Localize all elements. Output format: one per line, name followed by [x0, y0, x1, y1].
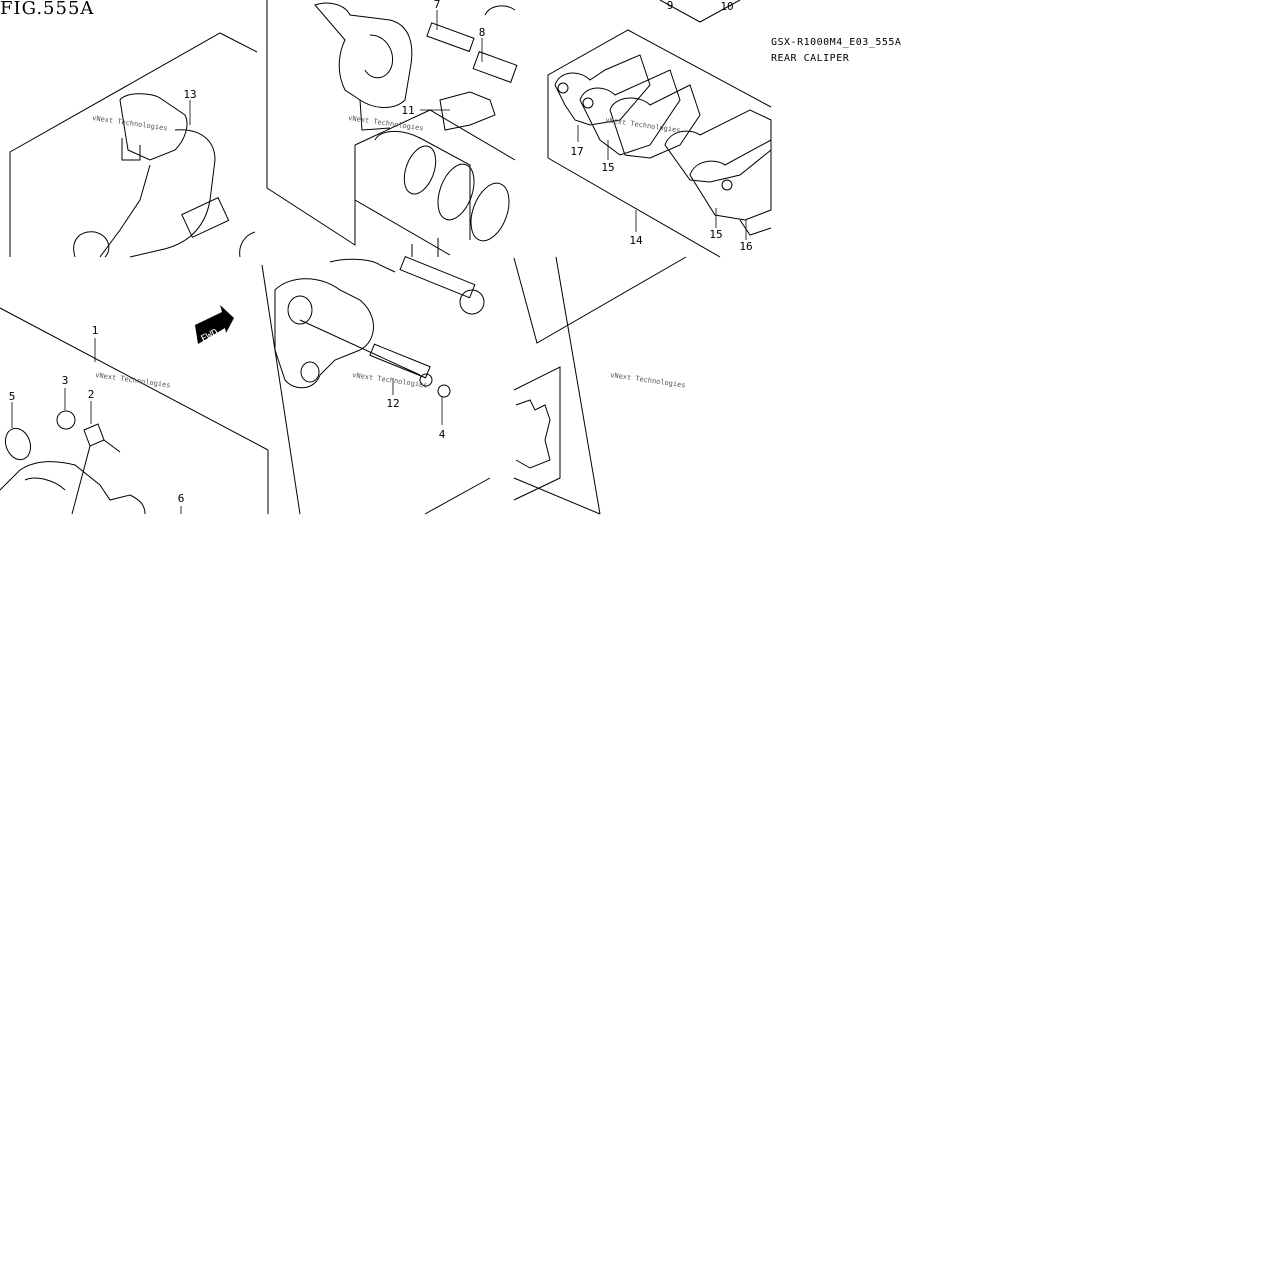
callout-number: 17: [570, 145, 583, 158]
callout-number: 5: [9, 390, 16, 403]
callout-number: 1: [92, 324, 99, 337]
brake-pad-drawing: [547, 0, 772, 258]
caliper-pin-drawing: [261, 255, 491, 515]
callout-number: 9: [667, 0, 674, 12]
callout-number: 14: [629, 234, 643, 247]
callout-number: 6: [178, 492, 185, 505]
watermark: vNext Technologies: [95, 371, 171, 389]
watermark: vNext Technologies: [610, 371, 686, 389]
callout-number: 12: [386, 397, 399, 410]
caliper-half-drawing: [0, 307, 269, 515]
assembly-name: REAR CALIPER: [771, 53, 850, 64]
figure-title: FIG.555A: [0, 0, 95, 19]
callout-number: 7: [434, 0, 441, 11]
callout-number: 13: [183, 88, 196, 101]
callout-number: 10: [720, 0, 733, 13]
caliper-body-drawing: [266, 0, 518, 257]
callout-number: 15: [601, 161, 614, 174]
caliper-bracket-drawing: [9, 32, 258, 258]
callout-number: 8: [479, 26, 486, 39]
forward-arrow-icon: FWD: [195, 305, 234, 345]
watermark: vNext Technologies: [92, 114, 168, 132]
callout-number: 3: [62, 374, 69, 387]
callout-number: 2: [88, 388, 95, 401]
watermark: vNext Technologies: [605, 116, 681, 134]
callout-leaders: [11, 10, 747, 514]
callout-number: 15: [709, 228, 722, 241]
callout-number: 11: [401, 104, 414, 117]
model-code: GSX-R1000M4_E03_555A: [771, 37, 902, 48]
callout-number: 16: [739, 240, 752, 253]
callout-number: 4: [439, 428, 446, 441]
pad-outline-drawing: [513, 256, 687, 515]
